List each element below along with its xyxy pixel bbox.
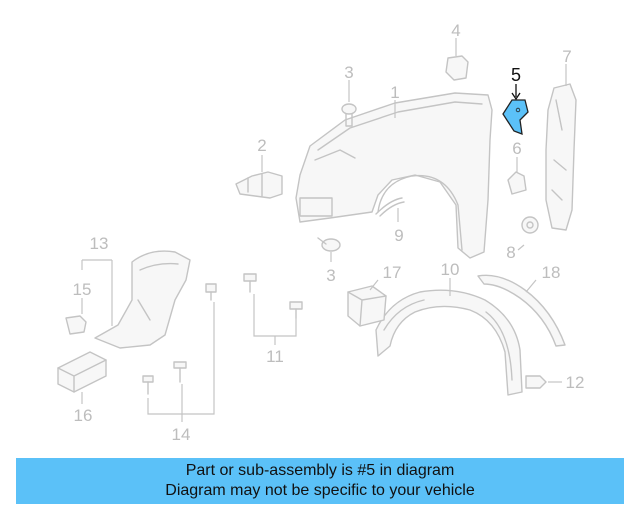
part-2-bracket: 2 <box>235 136 283 199</box>
label-14: 14 <box>172 425 191 444</box>
label-3-upper: 3 <box>344 63 353 82</box>
label-8: 8 <box>506 243 515 262</box>
label-7: 7 <box>562 47 571 66</box>
label-12: 12 <box>566 373 585 392</box>
label-1: 1 <box>390 83 399 102</box>
part-6-bracket: 6 <box>507 139 527 195</box>
part-3-bolt-upper: 3 <box>341 63 357 127</box>
label-15: 15 <box>73 280 92 299</box>
label-11: 11 <box>266 347 284 366</box>
label-6: 6 <box>512 139 521 158</box>
part-7-seal: 7 <box>545 47 577 231</box>
banner-line-1: Part or sub-assembly is #5 in diagram <box>185 462 455 479</box>
part-17-module: 17 <box>347 263 402 327</box>
label-10: 10 <box>441 260 460 279</box>
info-banner: Part or sub-assembly is #5 in diagram Di… <box>16 458 624 504</box>
part-14-bolts: 14 <box>142 283 217 444</box>
label-3-lower: 3 <box>326 266 335 285</box>
label-17: 17 <box>383 263 402 282</box>
label-4: 4 <box>451 21 460 40</box>
part-15-bracket: 15 <box>65 280 92 335</box>
part-1-fender: 1 <box>295 83 493 259</box>
part-13-shield: 13 <box>81 234 191 349</box>
label-16: 16 <box>74 406 93 425</box>
label-13: 13 <box>90 234 109 253</box>
part-12-clip: 12 <box>525 373 585 392</box>
part-11-clips: 11 <box>243 273 303 366</box>
part-5-shape <box>502 99 529 135</box>
label-9: 9 <box>394 226 403 245</box>
part-9-strip: 9 <box>375 197 405 245</box>
part-3-bolt-lower: 3 <box>317 237 341 285</box>
part-8-nut: 8 <box>506 216 539 262</box>
part-16-module: 16 <box>57 351 107 425</box>
label-2: 2 <box>257 136 266 155</box>
part-18-strip: 18 <box>477 263 566 347</box>
label-5: 5 <box>511 65 521 85</box>
label-18: 18 <box>542 263 561 282</box>
part-4-clip: 4 <box>445 21 469 81</box>
part-5-highlighted: 5 <box>502 65 529 135</box>
part-10-liner: 10 <box>375 260 523 396</box>
banner-line-2: Diagram may not be specific to your vehi… <box>165 482 475 499</box>
